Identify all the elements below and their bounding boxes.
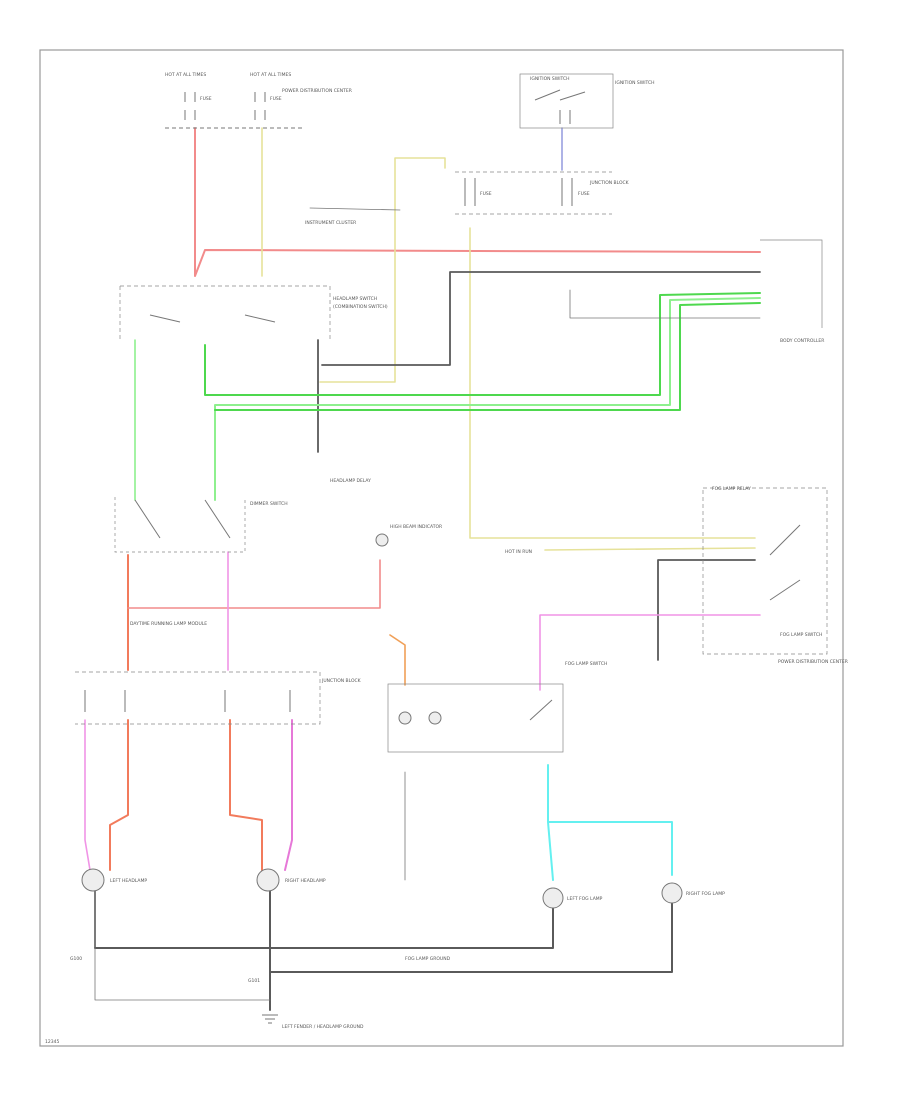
label-right-fog-lamp: RIGHT FOG LAMP	[686, 891, 725, 897]
wire-orange-drl	[389, 634, 406, 686]
fuse-connector-1	[184, 92, 196, 120]
label-body-controller: BODY CONTROLLER	[780, 338, 824, 344]
label-fog-lamp-switch-box: FOG LAMP SWITCH	[780, 632, 822, 638]
dimmer-switch-box	[114, 497, 246, 553]
drl-indicator-2	[428, 711, 442, 725]
label-drl-module: DAYTIME RUNNING LAMP MODULE	[130, 621, 207, 627]
label-ground-left: G100	[70, 956, 82, 962]
label-hot-all-times-1: HOT AT ALL TIMES	[165, 72, 206, 78]
ignition-switch-box	[519, 73, 614, 129]
wire-yellow-relay	[544, 547, 756, 551]
label-ignition-switch: IGNITION SWITCH	[615, 80, 655, 86]
drl-indicator-1	[398, 711, 412, 725]
wire-pink-right	[284, 719, 293, 871]
wire-redorange-left	[109, 554, 129, 871]
label-fuse-1: FUSE	[200, 96, 212, 102]
label-fog-lamp-switch: FOG LAMP SWITCH	[565, 661, 607, 667]
wire-dark-ground-bus	[94, 879, 673, 1011]
wire-redorange-right	[229, 719, 263, 871]
hi-beam-indicator-bulb	[375, 533, 389, 547]
label-headlamp-switch: HEADLAMP SWITCH	[333, 296, 377, 302]
switch-contacts	[134, 314, 276, 539]
headlamp-switch-box	[119, 285, 331, 340]
wire-pink-fog	[539, 614, 761, 691]
drl-module-box	[387, 683, 564, 753]
label-ground-bottom: LEFT FENDER / HEADLAMP GROUND	[282, 1024, 364, 1030]
right-headlamp-bulb	[256, 868, 280, 892]
label-code: 12345	[45, 1039, 59, 1045]
label-ground-center: G101	[248, 978, 260, 984]
body-controller-box	[760, 239, 823, 328]
label-junction-block-bottom: JUNCTION BLOCK	[321, 678, 362, 684]
label-hi-beam-indicator: HIGH BEAM INDICATOR	[390, 524, 442, 530]
label-headlamp-delay: HEADLAMP DELAY	[330, 478, 371, 484]
label-right-headlamp: RIGHT HEADLAMP	[285, 878, 326, 884]
relay-contacts	[529, 524, 801, 721]
label-junction-block-top: JUNCTION BLOCK	[589, 180, 630, 186]
left-fog-lamp-bulb	[542, 887, 564, 909]
label-ignition-switch-box: IGNITION SWITCH	[530, 76, 570, 82]
junction-block-top-box	[455, 171, 612, 215]
wire-gray-thin	[94, 207, 761, 1001]
label-fuse-3: FUSE	[480, 191, 492, 197]
label-fog-lamp-relay: FOG LAMP RELAY	[712, 486, 751, 492]
label-hot-all-times-2: HOT AT ALL TIMES	[250, 72, 291, 78]
label-fuse-4: FUSE	[578, 191, 590, 197]
fog-lamp-relay-box	[702, 487, 828, 655]
wire-yellow-long	[319, 157, 756, 539]
ignition-contacts	[534, 89, 586, 124]
wire-dark-relay	[657, 559, 756, 661]
label-dimmer-switch: DIMMER SWITCH	[250, 501, 288, 507]
junction-bottom-fuses	[84, 690, 291, 712]
label-fuse-2: FUSE	[270, 96, 282, 102]
diagram-frame	[39, 49, 844, 1047]
label-pdc: POWER DISTRIBUTION CENTER	[282, 88, 352, 94]
wire-red-main	[194, 127, 761, 277]
wire-pink-left	[84, 719, 91, 871]
label-pdc-2: POWER DISTRIBUTION CENTER	[778, 659, 848, 665]
fuse-connector-2	[254, 92, 266, 120]
junction-block-bottom-box	[75, 671, 321, 725]
label-headlamp-switch-connector: (COMBINATION SWITCH)	[333, 304, 388, 310]
label-hot-in-run: HOT IN RUN	[505, 549, 532, 555]
wire-red-drl	[127, 559, 381, 609]
label-fog-ground: FOG LAMP GROUND	[405, 956, 451, 962]
wire-green-4	[214, 302, 761, 411]
wire-green-3	[214, 297, 761, 501]
label-left-headlamp: LEFT HEADLAMP	[110, 878, 147, 884]
label-left-fog-lamp: LEFT FOG LAMP	[567, 896, 603, 902]
junction-top-fuses	[464, 178, 573, 206]
left-headlamp-bulb	[81, 868, 105, 892]
right-fog-lamp-bulb	[661, 882, 683, 904]
label-instrument-cluster: INSTRUMENT CLUSTER	[305, 220, 356, 226]
wire-cyan-fog	[547, 764, 673, 881]
ground-symbols	[262, 1014, 278, 1024]
wire-green-2	[204, 292, 761, 396]
